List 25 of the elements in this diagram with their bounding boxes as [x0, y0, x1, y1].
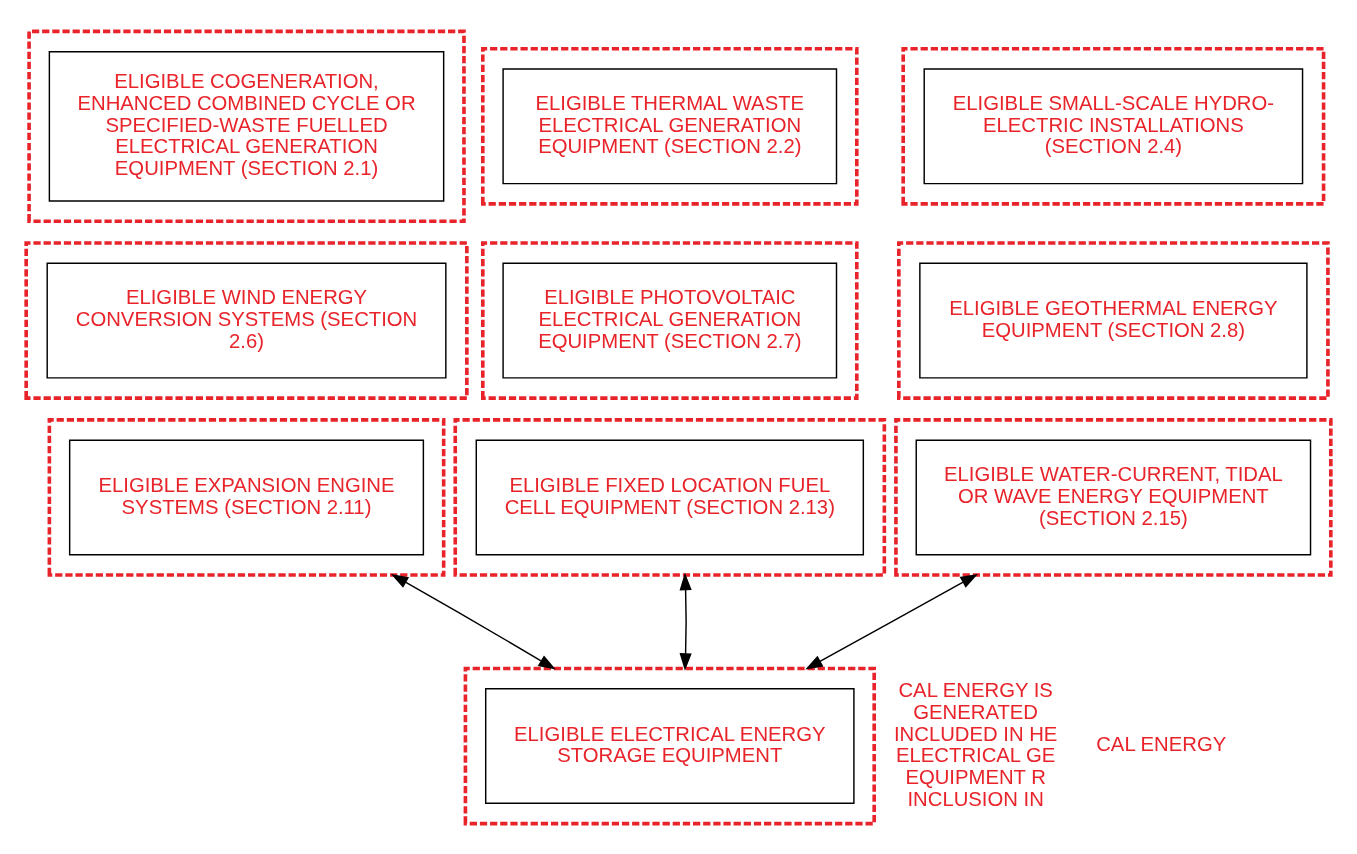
node-box: ELIGIBLE GEOTHERMAL ENERGY EQUIPMENT (SECTION 2.8) [919, 262, 1308, 379]
cluster [453, 417, 887, 577]
cluster [47, 417, 446, 577]
cluster [481, 240, 859, 400]
node-box: ELIGIBLE WIND ENERGY CONVERSION SYSTEMS (SECTION 2.6) [46, 262, 447, 379]
arrow [390, 573, 556, 670]
node-box: ELIGIBLE SMALL-SCALE HYDRO-ELECTRIC INSTALLATIONS (SECTION 2.4) [923, 67, 1304, 184]
node-box: ELIGIBLE FIXED LOCATION FUEL CELL EQUIPMENT (SECTION 2.13) [475, 438, 865, 555]
cluster [27, 29, 466, 223]
arrow [679, 572, 692, 671]
node-box: ELIGIBLE ELECTRICAL ENERGY STORAGE EQUIPMENT [484, 687, 855, 804]
node-box: ELIGIBLE THERMAL WASTE ELECTRICAL GENERATION EQUIPMENT (SECTION 2.2) [502, 67, 838, 184]
node-box: ELIGIBLE WATER-CURRENT, TIDAL OR WAVE ENERGY EQUIPMENT (SECTION 2.15) [915, 438, 1312, 555]
label: CAL ENERGY [1096, 732, 1227, 755]
cluster [481, 46, 859, 206]
cluster [901, 46, 1326, 206]
node-box: ELIGIBLE PHOTOVOLTAIC ELECTRICAL GENERATION EQUIPMENT (SECTION 2.7) [502, 262, 838, 379]
cluster [463, 666, 876, 825]
node-box: ELIGIBLE COGENERATION, ENHANCED COMBINED CYCLE OR SPECIFIED-WASTE FUELLED ELECTRICAL GENERATION EQUIPMENT (SECTION 2.1) [48, 50, 445, 202]
cluster [897, 240, 1330, 400]
arrow [805, 573, 978, 670]
cluster [24, 240, 469, 400]
label: CAL ENERGY IS GENERATED INCLUDED IN HE ELECTRICAL GE EQUIPMENT R INCLUSION IN [893, 678, 1058, 810]
node-box: ELIGIBLE EXPANSION ENGINE SYSTEMS (SECTION 2.11) [68, 438, 425, 555]
cluster [894, 417, 1333, 577]
